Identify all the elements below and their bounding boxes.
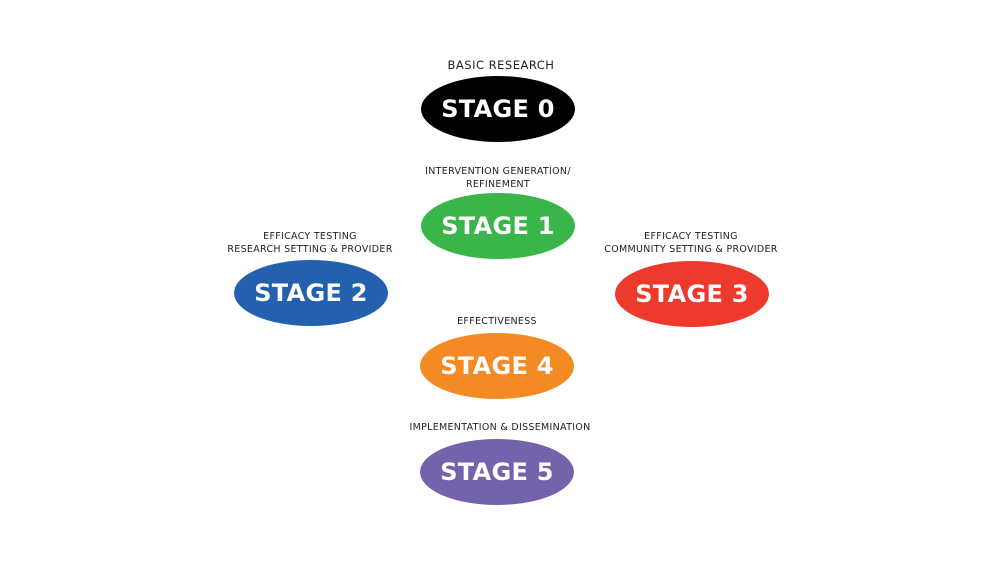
stage-0-caption: BASIC RESEARCH [448, 58, 555, 73]
stage-1-caption: INTERVENTION GENERATION/ REFINEMENT [425, 165, 571, 191]
stage-1-node[interactable]: STAGE 1 [421, 193, 575, 259]
stage-4-caption: EFFECTIVENESS [457, 315, 537, 328]
stage-2-caption-line-1: EFFICACY TESTING [263, 231, 357, 242]
stage-5-caption: IMPLEMENTATION & DISSEMINATION [409, 421, 590, 434]
stage-4-label: STAGE 4 [440, 352, 554, 380]
stage-5-label: STAGE 5 [440, 458, 554, 486]
stage-3-label: STAGE 3 [635, 280, 749, 308]
stage-0-node[interactable]: STAGE 0 [421, 76, 575, 142]
stage-5-caption-line: IMPLEMENTATION & DISSEMINATION [409, 422, 591, 433]
stage-2-node[interactable]: STAGE 2 [234, 260, 388, 326]
stage-1-caption-line-1: INTERVENTION GENERATION/ [425, 166, 571, 177]
stage-2-caption-line-2: RESEARCH SETTING & PROVIDER [227, 244, 393, 255]
stage-1-label: STAGE 1 [441, 212, 555, 240]
stage-3-caption-line-2: COMMUNITY SETTING & PROVIDER [604, 244, 778, 255]
stage-2-caption: EFFICACY TESTING RESEARCH SETTING & PROV… [227, 230, 392, 256]
stage-4-node[interactable]: STAGE 4 [420, 333, 574, 399]
stage-2-label: STAGE 2 [254, 279, 368, 307]
stage-4-caption-line: EFFECTIVENESS [457, 316, 537, 327]
stage-1-caption-line-2: REFINEMENT [465, 179, 531, 190]
stage-3-caption-line-1: EFFICACY TESTING [644, 231, 738, 242]
stage-5-node[interactable]: STAGE 5 [420, 439, 574, 505]
stage-3-node[interactable]: STAGE 3 [615, 261, 769, 327]
stage-0-caption-line: BASIC RESEARCH [447, 58, 555, 72]
stage-3-caption: EFFICACY TESTING COMMUNITY SETTING & PRO… [604, 230, 777, 256]
stage-0-label: STAGE 0 [441, 95, 555, 123]
